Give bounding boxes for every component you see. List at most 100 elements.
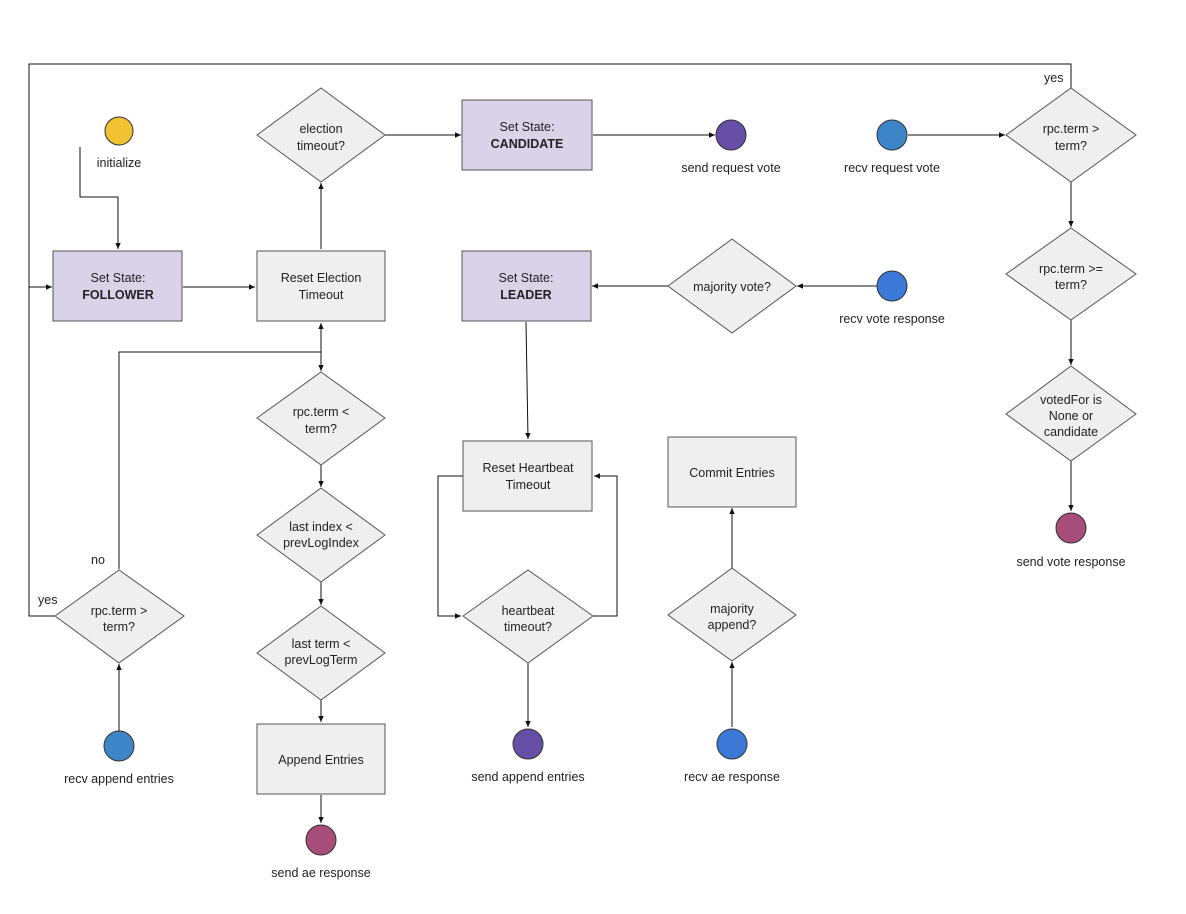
edge-term-gt-yes-to-follower (28, 63, 1072, 290)
majority-vote-diamond (667, 238, 797, 334)
terminal-send-append-entries: send append entries (471, 728, 585, 784)
edge-label-yes-top: yes (1044, 71, 1063, 85)
terminal-recv-request-vote: recv request vote (844, 119, 940, 175)
heartbeat-timeout-line1: heartbeat (502, 604, 555, 618)
ae-term-gt-line1: rpc.term > (91, 604, 148, 618)
reset-heartbeat-box (462, 440, 593, 512)
recv-request-vote-circle (876, 119, 908, 151)
rv-term-ge-diamond (1005, 227, 1137, 321)
rpc-term-lt-line2: term? (305, 422, 337, 436)
last-index-line2: prevLogIndex (283, 536, 360, 550)
recv-append-entries-circle (103, 730, 135, 762)
ae-term-gt-diamond (54, 569, 185, 664)
candidate-line1: Set State: (500, 120, 555, 134)
voted-for-line2: None or (1049, 409, 1093, 423)
decision-majority-append: majority append? (667, 567, 797, 662)
state-box-leader: Set State: LEADER (461, 250, 592, 322)
send-vote-response-label: send vote response (1016, 555, 1125, 569)
ae-term-gt-line2: term? (103, 620, 135, 634)
rpc-term-lt-line1: rpc.term < (293, 405, 350, 419)
process-commit-entries: Commit Entries (667, 436, 797, 508)
rv-term-ge-line2: term? (1055, 278, 1087, 292)
reset-heartbeat-line1: Reset Heartbeat (482, 461, 574, 475)
election-timeout-diamond (256, 87, 386, 183)
election-timeout-line1: election (299, 122, 342, 136)
edges (28, 63, 1074, 823)
edge-label-no: no (91, 553, 105, 567)
send-append-entries-circle (512, 728, 544, 760)
recv-vote-response-circle (876, 270, 908, 302)
state-box-candidate: Set State: CANDIDATE (461, 99, 593, 171)
last-term-line2: prevLogTerm (285, 653, 358, 667)
initialize-label: initialize (97, 156, 142, 170)
candidate-box (461, 99, 593, 171)
voted-for-diamond (1005, 365, 1137, 462)
last-term-diamond (256, 605, 386, 701)
edge-reset-heartbeat-to-heartbeat-timeout (437, 475, 463, 619)
decision-ae-term-gt: rpc.term > term? (54, 569, 185, 664)
rv-term-gt-line2: term? (1055, 139, 1087, 153)
last-index-diamond (256, 487, 386, 583)
terminal-initialize: initialize (97, 116, 142, 170)
edge-label-yes-left: yes (38, 593, 57, 607)
commit-entries-box (667, 436, 797, 508)
recv-vote-response-label: recv vote response (839, 312, 945, 326)
state-box-follower: Set State: FOLLOWER (52, 250, 183, 322)
recv-request-vote-label: recv request vote (844, 161, 940, 175)
initialize-circle (104, 116, 134, 146)
terminal-recv-ae-response: recv ae response (684, 728, 780, 784)
send-ae-response-circle (305, 824, 337, 856)
edge-initialize-follower (79, 147, 121, 249)
terminal-send-vote-response: send vote response (1016, 512, 1126, 569)
decision-voted-for: votedFor is None or candidate (1005, 365, 1137, 462)
terminal-send-request-vote: send request vote (681, 119, 781, 175)
process-reset-heartbeat-timeout: Reset Heartbeat Timeout (462, 440, 593, 512)
terminal-recv-append-entries: recv append entries (64, 730, 174, 786)
decision-rpc-term-lt: rpc.term < term? (256, 371, 386, 466)
recv-ae-response-label: recv ae response (684, 770, 780, 784)
decision-rv-term-gt: rpc.term > term? (1005, 87, 1137, 183)
reset-heartbeat-line2: Timeout (506, 478, 551, 492)
send-vote-response-circle (1055, 512, 1087, 544)
reset-election-line2: Timeout (299, 288, 344, 302)
process-append-entries: Append Entries (256, 723, 386, 795)
heartbeat-timeout-diamond (462, 569, 594, 664)
recv-append-entries-label: recv append entries (64, 772, 174, 786)
send-request-vote-circle (715, 119, 747, 151)
edge-ae-term-gt-no-to-reset-election (118, 323, 324, 569)
leader-line2: LEADER (500, 288, 551, 302)
decision-majority-vote: majority vote? (667, 238, 797, 334)
majority-append-line1: majority (710, 602, 755, 616)
election-timeout-line2: timeout? (297, 139, 345, 153)
edge-heartbeat-timeout-to-reset-heartbeat (593, 473, 618, 617)
voted-for-line1: votedFor is (1040, 393, 1102, 407)
decision-election-timeout: election timeout? (256, 87, 386, 183)
voted-for-line3: candidate (1044, 425, 1098, 439)
candidate-line2: CANDIDATE (491, 137, 564, 151)
send-append-entries-label: send append entries (471, 770, 584, 784)
send-ae-response-label: send ae response (271, 866, 370, 880)
rv-term-gt-diamond (1005, 87, 1137, 183)
last-index-line1: last index < (289, 520, 353, 534)
terminal-recv-vote-response: recv vote response (839, 270, 945, 326)
rv-term-ge-line1: rpc.term >= (1039, 262, 1103, 276)
edge-ae-term-gt-yes-to-follower (28, 287, 55, 617)
decision-rv-term-ge: rpc.term >= term? (1005, 227, 1137, 321)
decision-heartbeat-timeout: heartbeat timeout? (462, 569, 594, 664)
recv-ae-response-circle (716, 728, 748, 760)
decision-last-index: last index < prevLogIndex (256, 487, 386, 583)
follower-line1: Set State: (91, 271, 146, 285)
decision-last-term: last term < prevLogTerm (256, 605, 386, 701)
send-request-vote-label: send request vote (681, 161, 780, 175)
process-reset-election-timeout: Reset Election Timeout (256, 250, 386, 322)
edge-leader-reset-heartbeat (525, 321, 531, 440)
majority-append-diamond (667, 567, 797, 662)
append-entries-label: Append Entries (278, 753, 363, 767)
reset-election-line1: Reset Election (281, 271, 362, 285)
leader-line1: Set State: (499, 271, 554, 285)
majority-append-line2: append? (708, 618, 757, 632)
leader-box (461, 250, 592, 322)
rpc-term-lt-diamond (256, 371, 386, 466)
terminal-send-ae-response: send ae response (271, 824, 371, 880)
heartbeat-timeout-line2: timeout? (504, 620, 552, 634)
